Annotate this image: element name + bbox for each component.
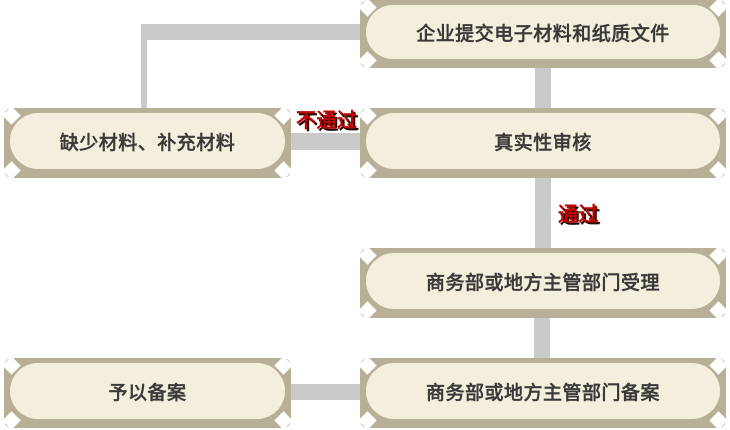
flow-box-department-acceptance: 商务部或地方主管部门受理 bbox=[358, 246, 728, 320]
connector-accept-to-record bbox=[534, 314, 550, 362]
corner-notch bbox=[709, 51, 728, 70]
corner-notch bbox=[358, 411, 377, 430]
corner-notch bbox=[709, 411, 728, 430]
connector-review-to-missing bbox=[288, 133, 363, 150]
corner-notch bbox=[709, 301, 728, 320]
flow-box-label: 企业提交电子材料和纸质文件 bbox=[366, 5, 720, 59]
flow-box-label: 缺少材料、补充材料 bbox=[10, 113, 285, 169]
flow-box-label: 商务部或地方主管部门受理 bbox=[366, 253, 720, 309]
corner-notch bbox=[2, 411, 21, 430]
flow-box-label: 真实性审核 bbox=[366, 113, 720, 169]
corner-notch bbox=[274, 411, 293, 430]
flow-box-filing-granted: 予以备案 bbox=[2, 356, 293, 430]
flow-box-label: 商务部或地方主管部门备案 bbox=[366, 363, 720, 419]
connector-submit-to-review bbox=[535, 64, 551, 112]
connector-loop-horizontal bbox=[141, 24, 363, 40]
flow-box-department-filing: 商务部或地方主管部门备案 bbox=[358, 356, 728, 430]
flow-box-submit-materials: 企业提交电子材料和纸质文件 bbox=[358, 0, 728, 70]
flow-box-missing-materials: 缺少材料、补充材料 bbox=[2, 106, 293, 180]
flow-box-authenticity-review: 真实性审核 bbox=[358, 106, 728, 180]
flow-box-label: 予以备案 bbox=[10, 363, 285, 419]
corner-notch bbox=[274, 161, 293, 180]
flag-passed: 通过 bbox=[558, 204, 599, 226]
flag-not-passed: 不通过 bbox=[296, 110, 358, 132]
corner-notch bbox=[2, 161, 21, 180]
corner-notch bbox=[358, 161, 377, 180]
corner-notch bbox=[358, 301, 377, 320]
connector-loop-vertical bbox=[141, 24, 147, 112]
connector-record-to-filed bbox=[288, 384, 363, 400]
corner-notch bbox=[358, 51, 377, 70]
corner-notch bbox=[709, 161, 728, 180]
connector-review-to-accept bbox=[535, 174, 551, 252]
